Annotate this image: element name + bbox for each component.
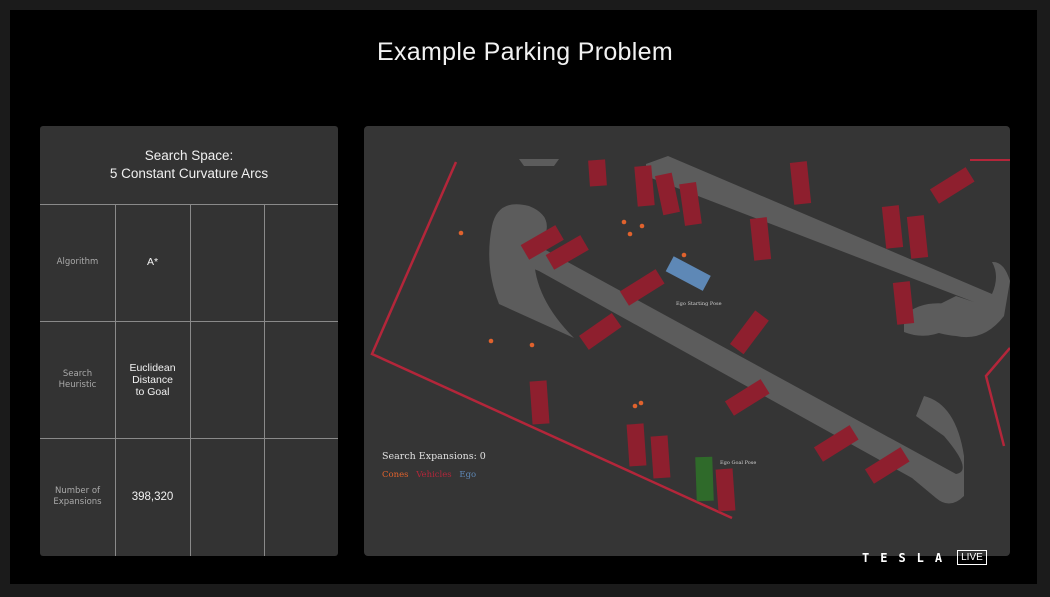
- table-divider: [115, 204, 116, 556]
- row-value-heuristic: Euclidean Distance to Goal: [129, 362, 176, 398]
- parking-boundary: [370, 161, 733, 520]
- road-lane: [646, 156, 1010, 338]
- vehicle: [634, 165, 655, 207]
- brand-live-badge: LIVE: [957, 550, 987, 565]
- cone: [488, 338, 494, 344]
- vehicle: [813, 425, 859, 462]
- panel-heading-line1: Search Space:: [144, 148, 234, 163]
- vehicle: [715, 468, 736, 512]
- info-panel: Search Space: 5 Constant Curvature Arcs …: [40, 126, 338, 556]
- vehicle: [529, 380, 550, 425]
- table-divider: [190, 204, 191, 556]
- cone: [627, 231, 633, 237]
- table-divider: [40, 438, 338, 439]
- cones: [458, 219, 687, 409]
- tesla-live-logo: TESLA LIVE: [862, 550, 987, 565]
- vehicle: [929, 167, 975, 204]
- parking-map: Ego Starting Pose Ego Goal Pose: [370, 156, 1010, 520]
- vehicle: [729, 310, 769, 355]
- vehicle: [650, 435, 671, 479]
- info-table: Algorithm A* Search Heuristic Euclidean …: [40, 204, 338, 556]
- vehicle: [655, 172, 680, 216]
- ego-start-label: Ego Starting Pose: [676, 301, 722, 307]
- table-divider: [264, 204, 265, 556]
- vehicle: [588, 159, 607, 187]
- row-label-heuristic: Search Heuristic: [58, 369, 97, 390]
- cone: [638, 400, 644, 406]
- ego-goal-vehicle: [695, 456, 714, 502]
- vehicle: [579, 312, 622, 350]
- vehicle: [789, 161, 812, 205]
- vehicle: [892, 281, 915, 325]
- table-divider: [40, 204, 338, 205]
- legend-ego: Ego: [459, 470, 477, 480]
- legend-cones: Cones: [382, 470, 409, 480]
- legend-vehicles: Vehicles: [416, 470, 452, 480]
- vehicle: [679, 181, 702, 226]
- cone: [639, 223, 645, 229]
- vehicle: [619, 269, 665, 306]
- vehicles: [520, 159, 975, 512]
- vehicle: [724, 379, 770, 416]
- road-lane: [904, 303, 950, 336]
- cone: [621, 219, 627, 225]
- row-label-algorithm: Algorithm: [56, 257, 99, 267]
- vehicle: [545, 235, 589, 270]
- simulation-view[interactable]: Ego Starting Pose Ego Goal Pose Search E…: [364, 126, 1010, 556]
- cone: [632, 403, 638, 409]
- row-label-expansions: Number of Expansions: [53, 486, 102, 507]
- cone: [529, 342, 535, 348]
- vehicle: [520, 225, 564, 260]
- table-divider: [40, 321, 338, 322]
- road-lane: [489, 204, 574, 338]
- vehicle: [749, 217, 772, 261]
- ego-goal-label: Ego Goal Pose: [720, 460, 756, 466]
- vehicle: [626, 423, 647, 467]
- vehicle: [906, 215, 929, 259]
- vehicle: [864, 447, 910, 484]
- ego-start-vehicle: [665, 256, 711, 291]
- row-value-expansions: 398,320: [131, 491, 174, 503]
- parking-boundary: [984, 347, 1010, 447]
- search-expansions-readout: Search Expansions: 0: [382, 451, 486, 462]
- cone: [458, 230, 464, 236]
- brand-wordmark: TESLA: [862, 550, 954, 565]
- vehicle: [881, 205, 904, 249]
- row-value-algorithm: A*: [146, 256, 159, 268]
- road-lane: [519, 159, 559, 166]
- panel-heading-line2: 5 Constant Curvature Arcs: [109, 166, 269, 181]
- panel-heading: Search Space: 5 Constant Curvature Arcs: [40, 126, 338, 204]
- map-legend: Cones Vehicles Ego: [382, 470, 481, 480]
- cone: [681, 252, 687, 258]
- slide-title: Example Parking Problem: [377, 38, 673, 66]
